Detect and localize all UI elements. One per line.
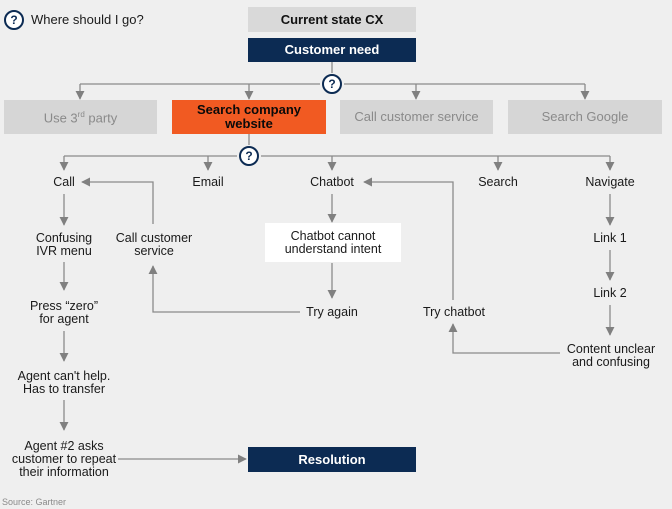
link1-label: Link 1 <box>593 231 627 245</box>
chatbot-cannot-label: Chatbot cannot understand intent <box>284 228 382 256</box>
try-chatbot-label: Try chatbot <box>422 305 486 319</box>
resolution-label: Resolution <box>298 451 366 467</box>
customer-need-label: Customer need <box>284 42 380 57</box>
decision-icon-middle: ? <box>239 146 259 166</box>
chatbot-cannot-box: Chatbot cannot understand intent <box>265 223 401 262</box>
help-icon: ? <box>4 10 24 30</box>
link2-label: Link 2 <box>593 286 627 300</box>
email-label: Email <box>192 175 224 189</box>
search-google-label: Search Google <box>541 109 629 124</box>
call-customer-service-top-box: Call customer service <box>340 100 493 134</box>
search-company-website-label: Search company website <box>196 102 302 131</box>
current-state-label: Current state CX <box>280 11 384 27</box>
call-customer-service-top-label: Call customer service <box>354 109 479 124</box>
decision-icon-top: ? <box>322 74 342 94</box>
content-unclear-label: Content unclear and confusing <box>566 342 656 369</box>
chatbot-label: Chatbot <box>310 175 354 189</box>
agent2-label: Agent #2 asks customer to repeat their i… <box>11 439 117 479</box>
press-zero-label: Press “zero” for agent <box>29 299 99 326</box>
navigate-label: Navigate <box>585 175 635 189</box>
confusing-ivr-label: Confusing IVR menu <box>35 231 93 258</box>
source-note: Source: Gartner <box>2 497 67 507</box>
try-again-label: Try again <box>306 305 358 319</box>
call-customer-service-label: Call customer service <box>115 231 193 258</box>
agent-cant-help-label: Agent can't help. Has to transfer <box>17 369 111 396</box>
use-third-party-label: Use 3rd party <box>43 110 118 126</box>
use-third-party-box: Use 3rd party <box>4 100 157 134</box>
search-google-box: Search Google <box>508 100 662 134</box>
resolution-box: Resolution <box>248 447 416 472</box>
search-label: Search <box>478 175 518 189</box>
current-state-box: Current state CX <box>248 7 416 32</box>
help-label: Where should I go? <box>31 12 144 27</box>
call-label: Call <box>53 175 75 189</box>
customer-need-box: Customer need <box>248 38 416 62</box>
search-company-website-box: Search company website <box>172 100 326 134</box>
